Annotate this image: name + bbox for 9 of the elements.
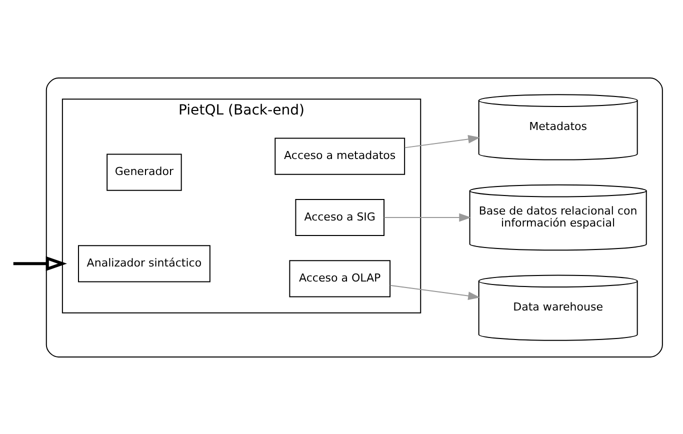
arrow — [404, 134, 480, 148]
arrow — [13, 256, 67, 271]
node-box: Generador — [106, 153, 182, 190]
node-box: Acceso a OLAP — [289, 260, 391, 297]
arrow — [384, 212, 472, 222]
node-box: Acceso a metadatos — [274, 137, 406, 174]
node-box: Acceso a SIG — [295, 198, 384, 236]
arrow — [390, 284, 480, 300]
node-box: Analizador sintáctico — [78, 244, 210, 282]
